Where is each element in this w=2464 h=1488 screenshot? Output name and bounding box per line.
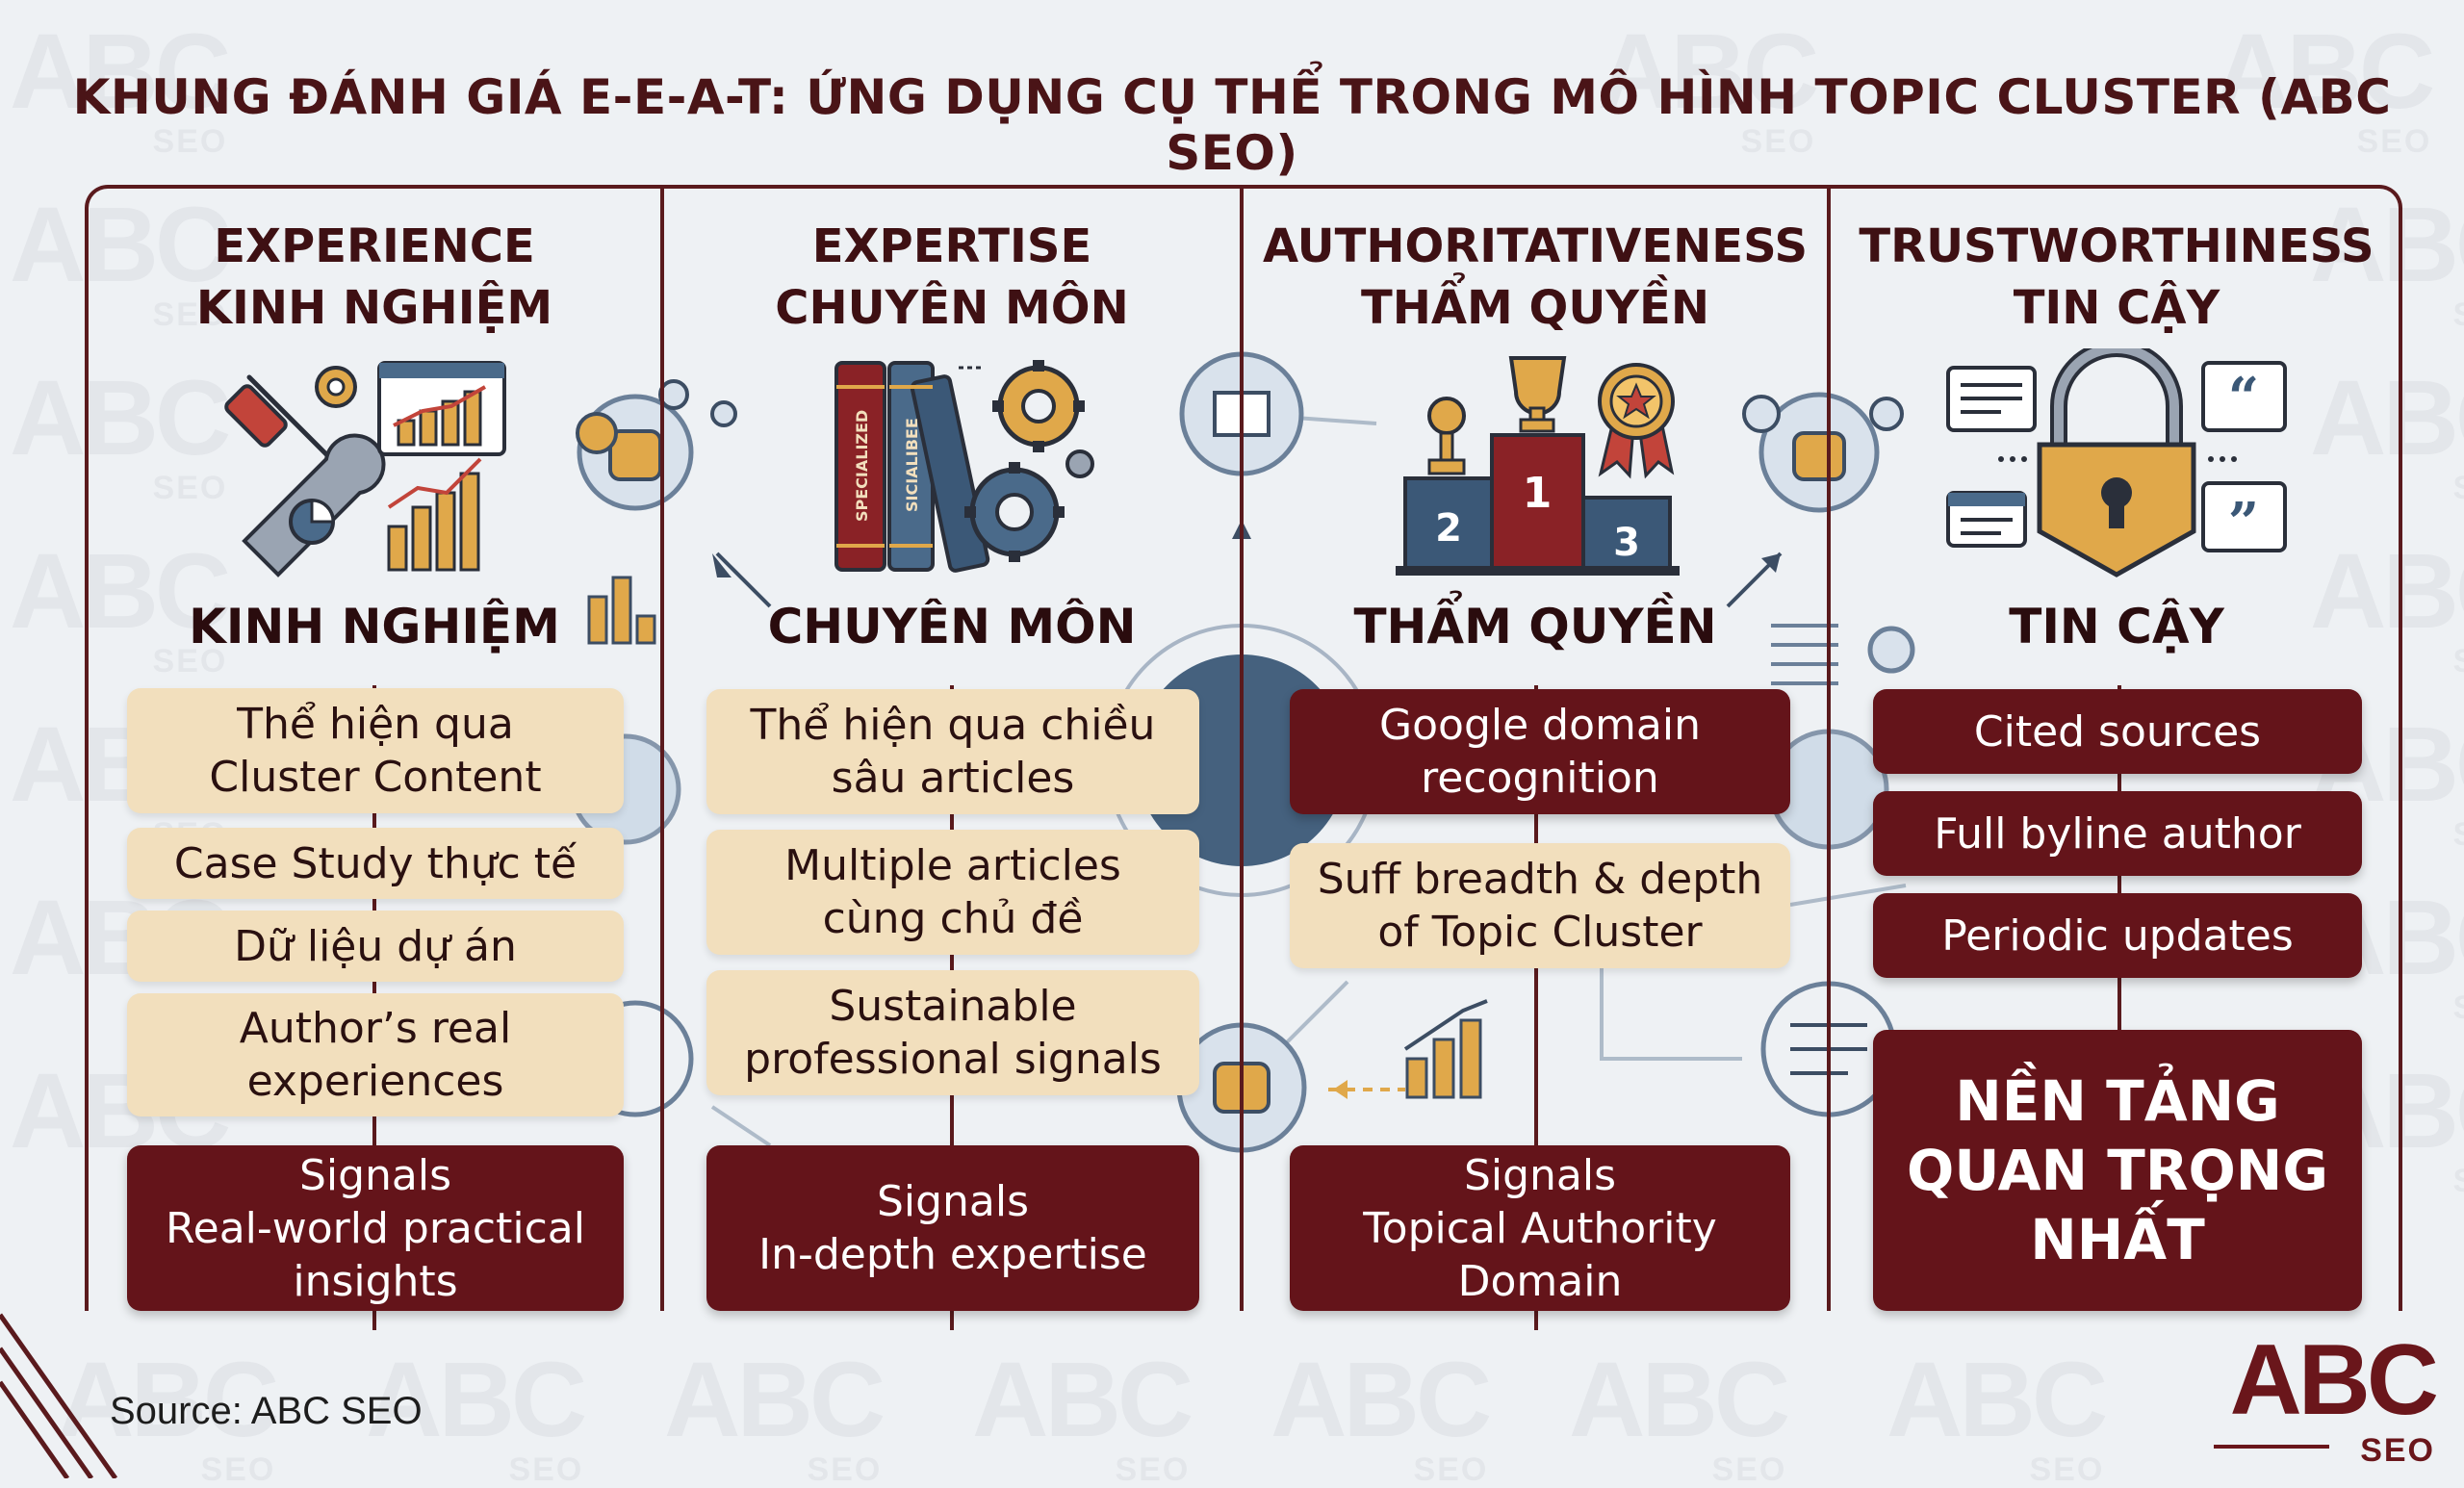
quote-open-glyph: “ [2228,366,2259,429]
column-authoritativeness-subtitle: THẨM QUYỀN [1353,599,1717,654]
trust-foundation-box: NỀN TẢNG QUAN TRỌNG NHẤT [1873,1030,2362,1311]
framework-frame [85,185,2402,1311]
authority-signal-box: Signals Topical Authority Domain [1290,1145,1790,1311]
source-caption: Source: ABC SEO [110,1390,423,1432]
expertise-item-professional-signals: Sustainable professional signals [706,970,1199,1095]
podium-place-1: 1 [1523,469,1553,518]
corner-decoration [0,1313,118,1478]
heading-vietnamese: TIN CẬY [2013,281,2220,335]
column-trustworthiness-subtitle: TIN CẬY [2009,599,2224,654]
book-label-sicialibee: SICIALIBEE [903,418,921,512]
column-trustworthiness-heading: TRUSTWORTHINESS TIN CẬY [1831,216,2402,339]
logo-main: ABC [2229,1324,2439,1436]
experience-item-author-experiences: Author’s real experiences [127,993,624,1116]
heading-english: EXPERIENCE [214,219,535,273]
heading-vietnamese: CHUYÊN MÔN [775,281,1129,335]
quote-close-glyph: ” [2228,491,2259,554]
experience-item-case-study: Case Study thực tế [127,828,624,899]
expertise-item-article-depth: Thể hiện qua chiều sâu articles [706,689,1199,814]
column-experience: EXPERIENCE KINH NGHIỆM KINH NGHIỆM Thể h… [89,185,660,1330]
trust-item-byline-author: Full byline author [1873,791,2362,876]
tools-and-charts-icon [224,361,506,577]
podium-trophy-icon: 2 1 3 [1396,356,1680,576]
column-experience-subtitle: KINH NGHIỆM [189,599,560,654]
column-connector [2118,685,2121,1311]
column-expertise-subtitle: CHUYÊN MÔN [767,599,1137,654]
trust-item-periodic-updates: Periodic updates [1873,893,2362,978]
expertise-signal-box: Signals In-depth expertise [706,1145,1199,1311]
experience-item-cluster-content: Thể hiện qua Cluster Content [127,688,624,813]
podium-place-2: 2 [1435,506,1462,551]
book-label-specialized: SPECIALIZED [853,410,871,522]
column-experience-heading: EXPERIENCE KINH NGHIỆM [89,216,660,339]
heading-english: EXPERTISE [811,219,1092,273]
page-title: KHUNG ĐÁNH GIÁ E-E-A-T: ỨNG DỤNG CỤ THỂ … [72,69,2392,181]
heading-vietnamese: KINH NGHIỆM [195,281,553,335]
column-expertise-heading: EXPERTISE CHUYÊN MÔN [664,216,1240,339]
authority-item-google-recognition: Google domain recognition [1290,689,1790,814]
podium-place-3: 3 [1613,521,1640,565]
authority-item-cluster-breadth-depth: Suff breadth & depth of Topic Cluster [1290,843,1790,968]
column-divider-1 [660,187,664,1311]
column-authoritativeness: AUTHORITATIVENESS THẨM QUYỀN 2 1 3 THẨM … [1244,185,1827,1330]
padlock-quotes-icon: “ ” [1946,348,2287,577]
column-connector [1534,685,1538,1330]
trust-item-cited-sources: Cited sources [1873,689,2362,774]
experience-item-project-data: Dữ liệu dự án [127,911,624,982]
logo-sub: SEO [2360,1432,2435,1469]
column-divider-2 [1240,187,1244,1311]
column-trustworthiness: TRUSTWORTHINESS TIN CẬY “ ” TIN CẬY Cite… [1831,185,2402,1311]
heading-english: TRUSTWORTHINESS [1859,219,2374,273]
abc-seo-logo: ABC SEO [2214,1324,2439,1470]
experience-signal-box: Signals Real-world practical insights [127,1145,624,1311]
logo-rule [2214,1445,2329,1449]
heading-vietnamese: THẨM QUYỀN [1360,281,1710,335]
column-divider-3 [1827,187,1831,1311]
column-expertise: EXPERTISE CHUYÊN MÔN SPECIALIZED SICIALI… [664,185,1240,1330]
books-and-gears-icon: SPECIALIZED SICIALIBEE [834,360,1094,573]
heading-english: AUTHORITATIVENESS [1262,219,1809,273]
column-authoritativeness-heading: AUTHORITATIVENESS THẨM QUYỀN [1244,216,1827,339]
expertise-item-multiple-articles: Multiple articles cùng chủ đề [706,830,1199,955]
